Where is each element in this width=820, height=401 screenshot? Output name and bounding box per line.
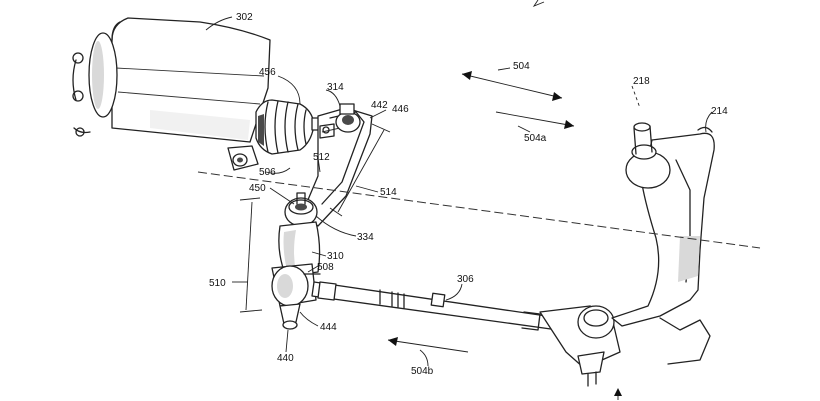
- bellows-boot: [255, 99, 327, 155]
- tie-rod: [311, 281, 561, 331]
- steering-knuckle: [611, 122, 715, 365]
- label-512: 512: [313, 152, 330, 163]
- leader-lines: [205, 16, 713, 367]
- label-504b: 504b: [411, 366, 434, 377]
- label-456: 456: [259, 67, 276, 78]
- label-506: 506: [259, 167, 276, 178]
- direction-arrow-504b: [387, 337, 469, 353]
- label-446: 446: [392, 104, 409, 115]
- label-214: 214: [711, 106, 728, 117]
- label-444: 444: [320, 322, 337, 333]
- label-310: 310: [327, 251, 344, 262]
- direction-arrow-504a: [495, 111, 575, 129]
- steering-axis-line: [197, 171, 761, 249]
- label-504a: 504a: [524, 133, 547, 144]
- lower-ball-joint: [271, 263, 321, 330]
- label-334: 334: [357, 232, 374, 243]
- label-514: 514: [380, 187, 397, 198]
- label-440: 440: [277, 353, 294, 364]
- outer-tie-rod-end: [539, 305, 621, 387]
- label-504: 504: [513, 61, 530, 72]
- top-arrow: [532, 0, 545, 7]
- mount-bracket: [227, 145, 259, 171]
- steering-lever-arm: [301, 103, 373, 227]
- label-442: 442: [371, 100, 388, 111]
- bottom-arrowhead: [614, 388, 622, 396]
- label-218: 218: [633, 76, 650, 87]
- label-306: 306: [457, 274, 474, 285]
- dimension-514: [329, 123, 391, 217]
- label-302: 302: [236, 12, 253, 23]
- label-510: 510: [209, 278, 226, 289]
- label-314: 314: [327, 82, 344, 93]
- label-450: 450: [249, 183, 266, 194]
- pivot-joint: [284, 192, 318, 227]
- label-508: 508: [317, 262, 334, 273]
- knuckle-column: [278, 221, 321, 277]
- actuator-housing: [72, 17, 271, 143]
- dimension-510: [239, 197, 263, 313]
- direction-arrow-504: [461, 71, 563, 101]
